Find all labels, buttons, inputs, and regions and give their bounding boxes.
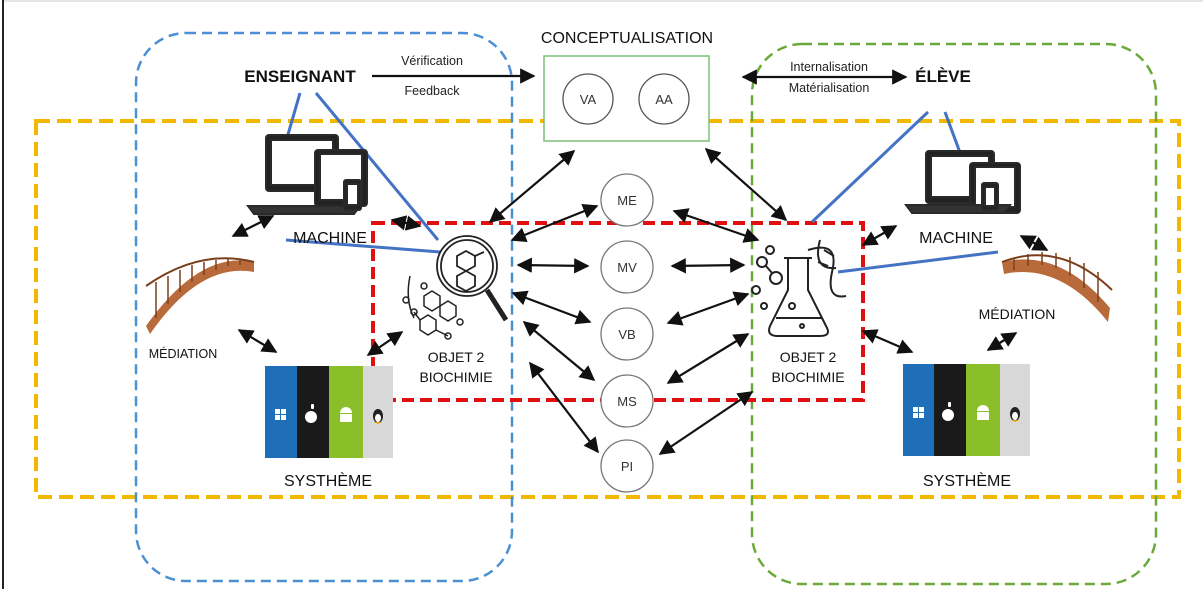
linux-icon-right bbox=[1010, 407, 1020, 422]
laptop-tablet-phone-icon-right bbox=[904, 150, 1021, 214]
enseignant-label: ENSEIGNANT bbox=[244, 67, 356, 86]
os-tiles-icon-left bbox=[265, 366, 393, 458]
materialisation-label: Matérialisation bbox=[789, 81, 870, 95]
android-icon-left bbox=[340, 407, 352, 422]
center-circle-ms: MS bbox=[600, 374, 654, 428]
center-label-me: ME bbox=[617, 193, 637, 208]
student-zone bbox=[750, 42, 1158, 586]
verification-label: Vérification bbox=[401, 54, 463, 68]
objet-label-right-line1: OBJET 2 bbox=[780, 349, 837, 365]
center-label-pi: PI bbox=[621, 459, 633, 474]
conceptualisation-title: CONCEPTUALISATION bbox=[541, 30, 713, 47]
apple-icon-left bbox=[305, 404, 317, 423]
frame-top-border bbox=[2, 0, 1203, 2]
center-circle-pi: PI bbox=[600, 439, 654, 493]
internalisation-label: Internalisation bbox=[790, 60, 868, 74]
objet-label-right-line2: BIOCHIMIE bbox=[771, 369, 844, 385]
center-label-mv: MV bbox=[617, 260, 637, 275]
windows-icon-right bbox=[913, 407, 924, 418]
systeme-label-right: SYSTHÈME bbox=[923, 471, 1011, 490]
magnifier-molecule-icon bbox=[402, 235, 509, 340]
windows-icon-left bbox=[275, 409, 286, 420]
center-circle-me: ME bbox=[600, 173, 654, 227]
concept-label-aa: AA bbox=[655, 92, 673, 107]
center-label-vb: VB bbox=[618, 327, 635, 342]
feedback-label: Feedback bbox=[405, 84, 461, 98]
linux-icon-left bbox=[373, 409, 383, 424]
concept-circle-aa: AA bbox=[638, 73, 690, 125]
systeme-label-left: SYSTHÈME bbox=[284, 471, 372, 490]
frame-left-border bbox=[2, 0, 4, 589]
bridge-icon-right bbox=[1001, 252, 1113, 322]
concept-label-va: VA bbox=[580, 92, 597, 107]
center-label-ms: MS bbox=[617, 394, 637, 409]
laptop-tablet-phone-icon-left bbox=[246, 134, 368, 215]
objet-label-left-line2: BIOCHIMIE bbox=[419, 369, 492, 385]
apple-icon-right bbox=[942, 402, 954, 421]
android-icon-right bbox=[977, 405, 989, 420]
os-tiles-icon-right bbox=[903, 364, 1030, 456]
mediation-label-right: MÉDIATION bbox=[979, 306, 1056, 322]
arrows bbox=[231, 68, 1049, 455]
machine-label-right: MACHINE bbox=[919, 230, 993, 247]
center-circle-mv: MV bbox=[600, 240, 654, 294]
concept-circle-va: VA bbox=[562, 73, 614, 125]
objet-label-left-line1: OBJET 2 bbox=[428, 349, 485, 365]
machine-label-left: MACHINE bbox=[293, 230, 367, 247]
eleve-label: ÉLÈVE bbox=[915, 67, 971, 86]
lab-flask-dna-icon bbox=[751, 239, 847, 337]
mediation-label-left: MÉDIATION bbox=[149, 346, 218, 361]
center-circle-vb: VB bbox=[600, 307, 654, 361]
bridge-icon-left bbox=[145, 257, 255, 334]
